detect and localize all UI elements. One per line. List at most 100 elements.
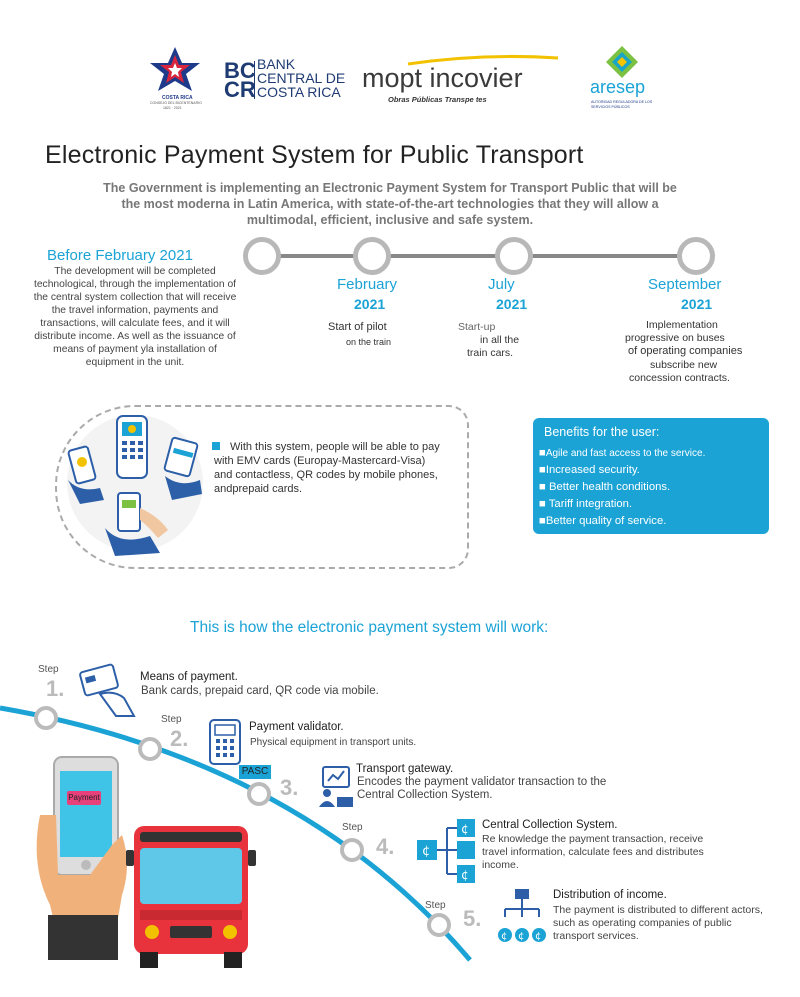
validator-icon <box>208 718 244 771</box>
validator-tag: PASC <box>239 765 271 779</box>
hand-phone-icon <box>36 756 127 960</box>
bccr-divider <box>254 61 255 99</box>
benefits-heading: Benefits for the user: <box>544 425 660 439</box>
logo-mopt: mopt incovier Obras Públicas Transpe tes <box>360 54 580 105</box>
aresep-mark-icon <box>606 46 638 78</box>
step-4-number: 4. <box>376 834 395 859</box>
milestone-sep-desc5: concession contracts. <box>629 372 730 384</box>
system-description: With this system, people will be able to… <box>214 441 440 495</box>
how-it-works-title: This is how the electronic payment syste… <box>190 619 549 636</box>
bus-icon <box>126 826 256 968</box>
payment-methods-illustration <box>60 408 210 558</box>
svg-text:¢: ¢ <box>518 931 524 942</box>
aresep-sub: AUTORIDAD REGULADORA DE LOS SERVICIOS PÚ… <box>591 100 653 109</box>
logo-bccr: BC CR BANK CENTRAL DE COSTA RICA <box>224 56 349 102</box>
bus-illustration <box>126 820 256 970</box>
benefits-box: Benefits for the user: ■Agile and fast a… <box>533 418 769 534</box>
logo-costa-rica-line2: CONSEJO DEL BICENTENARIO <box>150 101 202 105</box>
bccr-mark-top: BC <box>224 58 256 83</box>
step-1-number: 1. <box>46 676 65 701</box>
step-5-title: Distribution of income. <box>553 889 667 901</box>
bccr-line3: COSTA RICA <box>257 84 341 100</box>
milestone-feb-month: February <box>337 276 398 293</box>
milestone-feb-desc1: Start of pilot <box>328 321 387 333</box>
timeline-dot-before <box>243 237 281 275</box>
step-5-label: Step <box>425 900 446 911</box>
svg-text:¢: ¢ <box>461 822 469 836</box>
logo-aresep: aresep AUTORIDAD REGULADORA DE LOS SERVI… <box>588 45 660 117</box>
milestone-jul-desc3: train cars. <box>467 347 514 359</box>
step-5-number: 5. <box>463 906 482 931</box>
logo-costa-rica-line3: 1821 · 2021 <box>163 106 182 110</box>
step-3-dot <box>247 782 271 806</box>
benefit-item-text: Better quality of service. <box>545 515 667 527</box>
bccr-line1: BANK <box>257 56 296 72</box>
phone-payment-button: Payment <box>67 791 101 805</box>
benefit-item-text: Tariff integration. <box>548 498 633 510</box>
benefit-item-text: Increased security. <box>545 464 640 476</box>
svg-text:¢: ¢ <box>501 931 507 942</box>
benefit-item: ■ Better health conditions. <box>539 481 671 493</box>
step-3-number: 3. <box>280 775 299 800</box>
svg-text:¢: ¢ <box>461 868 469 882</box>
hand-phone-illustration <box>30 755 140 960</box>
logo-costa-rica: COSTA RICA CONSEJO DEL BICENTENARIO 1821… <box>148 45 203 111</box>
milestone-sep-desc2: progressive on buses <box>625 332 725 344</box>
milestone-sep-month: September <box>648 276 722 293</box>
central-system-icon: ¢ ¢ ¢ <box>415 816 485 891</box>
before-heading: Before February 2021 <box>47 247 193 264</box>
benefit-item: ■Increased security. <box>539 464 640 476</box>
step-4-desc: Re knowledge the payment transaction, re… <box>482 833 704 871</box>
step-2-dot <box>138 737 162 761</box>
milestone-jul-month: July <box>488 276 515 293</box>
benefit-item-text: Agile and fast access to the service. <box>545 448 706 459</box>
timeline-dot-february <box>353 237 391 275</box>
benefit-item: ■ Tariff integration. <box>539 498 633 510</box>
step-3-title: Transport gateway. <box>356 763 454 775</box>
aresep-name: aresep <box>590 77 646 97</box>
benefit-item-text: Better health conditions. <box>548 481 671 493</box>
step-4-title: Central Collection System. <box>482 819 618 831</box>
milestone-jul-desc2: in all the <box>480 334 520 346</box>
intro-text: The Government is implementing an Electr… <box>103 181 677 227</box>
payment-methods-frame <box>55 405 469 569</box>
mopt-swoosh-icon <box>407 54 559 66</box>
step-2-desc: Physical equipment in transport units. <box>250 737 417 748</box>
mopt-sub: Obras Públicas Transpe tes <box>388 95 487 104</box>
step-3-desc: Encodes the payment validator transactio… <box>357 776 607 801</box>
benefits-list: ■Agile and fast access to the service. ■… <box>539 445 705 530</box>
step-4-label: Step <box>342 822 363 833</box>
step-2-title: Payment validator. <box>249 721 344 733</box>
timeline-line <box>262 254 702 258</box>
svg-text:¢: ¢ <box>535 931 541 942</box>
step-1-dot <box>34 706 58 730</box>
step-5-desc: The payment is distributed to different … <box>553 904 763 942</box>
step-1-label: Step <box>38 664 59 675</box>
step-4-dot <box>340 838 364 862</box>
timeline-dot-july <box>495 237 533 275</box>
step-5-dot <box>427 913 451 937</box>
milestone-jul-desc1: Start-up <box>458 321 496 333</box>
milestone-sep-desc4: subscribe new <box>650 359 718 371</box>
system-bullet <box>212 442 220 450</box>
milestone-jul-year: 2021 <box>496 296 528 312</box>
milestone-sep-desc1: Implementation <box>646 319 718 331</box>
step-1-title: Means of payment. <box>140 671 238 683</box>
gateway-icon <box>313 765 357 814</box>
step-2-label: Step <box>161 714 182 725</box>
mopt-name: mopt incovier <box>362 63 523 93</box>
svg-text:¢: ¢ <box>422 844 430 859</box>
page-title: Electronic Payment System for Public Tra… <box>45 141 584 169</box>
milestone-sep-year: 2021 <box>681 296 713 312</box>
milestone-feb-desc2: on the train <box>346 337 392 347</box>
benefit-item: ■Better quality of service. <box>539 515 667 527</box>
milestone-feb-year: 2021 <box>354 296 386 312</box>
benefit-item: ■Agile and fast access to the service. <box>539 447 706 459</box>
card-hand-icon <box>79 660 138 723</box>
before-description: The development will be completed techno… <box>33 266 237 368</box>
logo-costa-rica-line1: COSTA RICA <box>162 95 193 101</box>
bicentenario-star-icon <box>150 47 200 91</box>
payment-hands-icon <box>67 415 203 556</box>
milestone-sep-desc3: of operating companies <box>628 345 743 357</box>
bccr-line2: CENTRAL DE <box>257 70 346 86</box>
